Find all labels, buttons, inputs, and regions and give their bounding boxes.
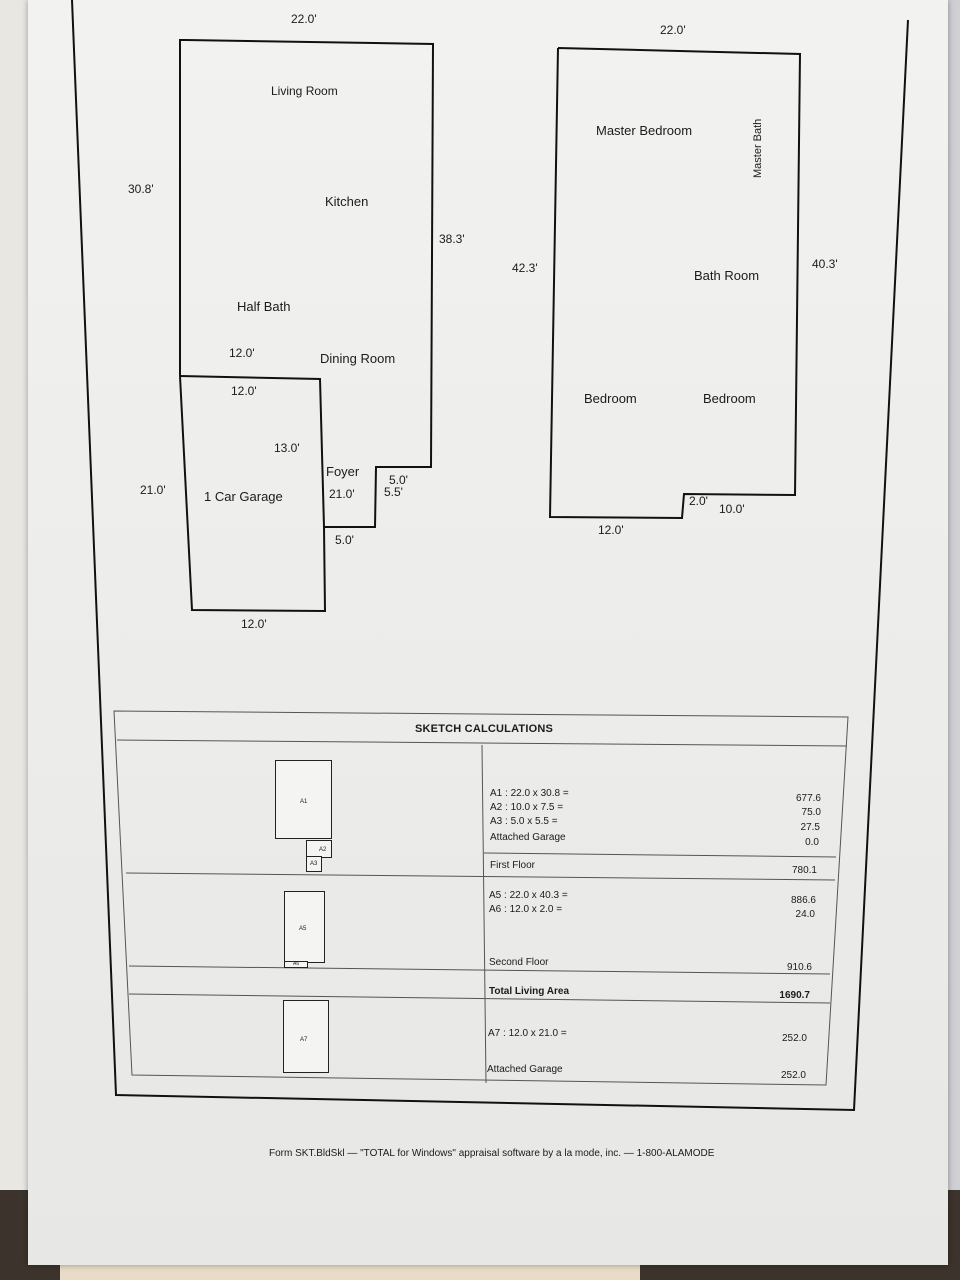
calc-value-attached-garage-1: 0.0 bbox=[805, 837, 819, 848]
room-label-kitchen: Kitchen bbox=[325, 194, 369, 209]
first-floor-subtotal-label: First Floor bbox=[490, 860, 535, 871]
calc-line-a2: A2 : 10.0 x 7.5 = bbox=[490, 802, 564, 813]
bottom-12-dimension: 12.0' bbox=[598, 523, 624, 537]
attached-garage-subtotal-label: Attached Garage bbox=[487, 1064, 563, 1075]
calc-value-a3: 27.5 bbox=[800, 822, 820, 833]
calc-value-a1: 677.6 bbox=[795, 793, 821, 804]
first-floor-right-dimension: 38.3' bbox=[439, 232, 465, 246]
foyer-21-dimension: 21.0' bbox=[329, 487, 355, 501]
total-living-area-value: 1690.7 bbox=[779, 990, 810, 1001]
calc-value-a5: 886.6 bbox=[790, 895, 816, 906]
room-label-garage: 1 Car Garage bbox=[204, 489, 283, 504]
mini-label-a5: A5 bbox=[299, 926, 307, 932]
room-label-living-room: Living Room bbox=[271, 84, 338, 98]
mini-sketch-a7: A7 bbox=[283, 1000, 329, 1073]
calc-value-a7: 252.0 bbox=[781, 1033, 807, 1044]
mini-label-a2: A2 bbox=[319, 847, 327, 853]
sketch-drawing bbox=[71, 0, 909, 1112]
room-label-bath-room: Bath Room bbox=[694, 268, 760, 283]
room-label-foyer: Foyer bbox=[326, 464, 360, 479]
calc-table-lines bbox=[113, 710, 849, 1086]
calc-value-a6: 24.0 bbox=[795, 909, 815, 920]
mini-label-a7: A7 bbox=[300, 1037, 308, 1043]
second-floor-top-dimension: 22.0' bbox=[660, 23, 686, 37]
mini-label-a1: A1 bbox=[300, 799, 308, 805]
mini-sketch-a1: A1 bbox=[275, 760, 332, 839]
first-floor-top-dimension: 22.0' bbox=[291, 12, 317, 26]
calc-line-a1: A1 : 22.0 x 30.8 = bbox=[490, 788, 569, 799]
second-floor-subtotal-value: 910.6 bbox=[786, 962, 812, 973]
second-floor-outline bbox=[548, 47, 802, 520]
room-label-dining-room: Dining Room bbox=[320, 351, 396, 366]
room-label-bedroom-2: Bedroom bbox=[703, 391, 756, 406]
first-floor-subtotal-value: 780.1 bbox=[791, 865, 817, 876]
calc-line-a7: A7 : 12.0 x 21.0 = bbox=[488, 1028, 567, 1039]
garage-outline bbox=[179, 375, 325, 528]
room-label-half-bath: Half Bath bbox=[237, 299, 291, 314]
calc-line-a3: A3 : 5.0 x 5.5 = bbox=[490, 816, 558, 827]
notch-2-dimension: 2.0' bbox=[689, 494, 708, 508]
form-footer: Form SKT.BldSkl — "TOTAL for Windows" ap… bbox=[269, 1148, 715, 1159]
room-label-master-bedroom: Master Bedroom bbox=[596, 123, 693, 138]
dimension-12-upper: 12.0' bbox=[229, 346, 255, 360]
step-bottom-dimension: 5.0' bbox=[335, 533, 354, 547]
garage-13-dimension: 13.0' bbox=[274, 441, 300, 455]
mini-label-a6: A6 bbox=[293, 961, 300, 967]
garage-top-dimension: 12.0' bbox=[231, 384, 257, 398]
garage-left-dimension: 21.0' bbox=[140, 483, 166, 497]
second-floor-subtotal-label: Second Floor bbox=[489, 957, 549, 968]
floor-plan-sheet: 22.0' 30.8' 38.3' Living Room Kitchen Ha… bbox=[28, 0, 948, 1265]
mini-sketch-a6: A6 bbox=[284, 961, 308, 968]
mini-sketch-a3: A3 bbox=[306, 856, 322, 872]
calc-value-a2: 75.0 bbox=[801, 807, 821, 818]
mini-sketch-a5: A5 bbox=[284, 891, 325, 963]
first-floor-outline bbox=[179, 39, 435, 613]
room-label-master-bath: Master Bath bbox=[752, 118, 764, 178]
page-border bbox=[71, 0, 909, 1112]
calc-line-a5: A5 : 22.0 x 40.3 = bbox=[489, 890, 568, 901]
mini-label-a3: A3 bbox=[310, 861, 318, 867]
second-floor-right-dimension: 40.3' bbox=[812, 257, 838, 271]
room-label-bedroom-1: Bedroom bbox=[584, 391, 637, 406]
garage-bottom-dimension: 12.0' bbox=[241, 617, 267, 631]
total-living-area-label: Total Living Area bbox=[489, 986, 570, 997]
step-5-dimension: 5.0' bbox=[389, 473, 408, 487]
calc-line-a6: A6 : 12.0 x 2.0 = bbox=[489, 904, 563, 915]
first-floor-left-dimension: 30.8' bbox=[128, 182, 154, 196]
calc-line-attached-garage-1: Attached Garage bbox=[490, 832, 566, 843]
step-5-5-dimension: 5.5' bbox=[384, 485, 403, 499]
second-floor-left-dimension: 42.3' bbox=[512, 261, 538, 275]
calc-table-title: SKETCH CALCULATIONS bbox=[415, 723, 554, 735]
attached-garage-subtotal-value: 252.0 bbox=[780, 1070, 806, 1081]
bottom-10-dimension: 10.0' bbox=[719, 502, 745, 516]
